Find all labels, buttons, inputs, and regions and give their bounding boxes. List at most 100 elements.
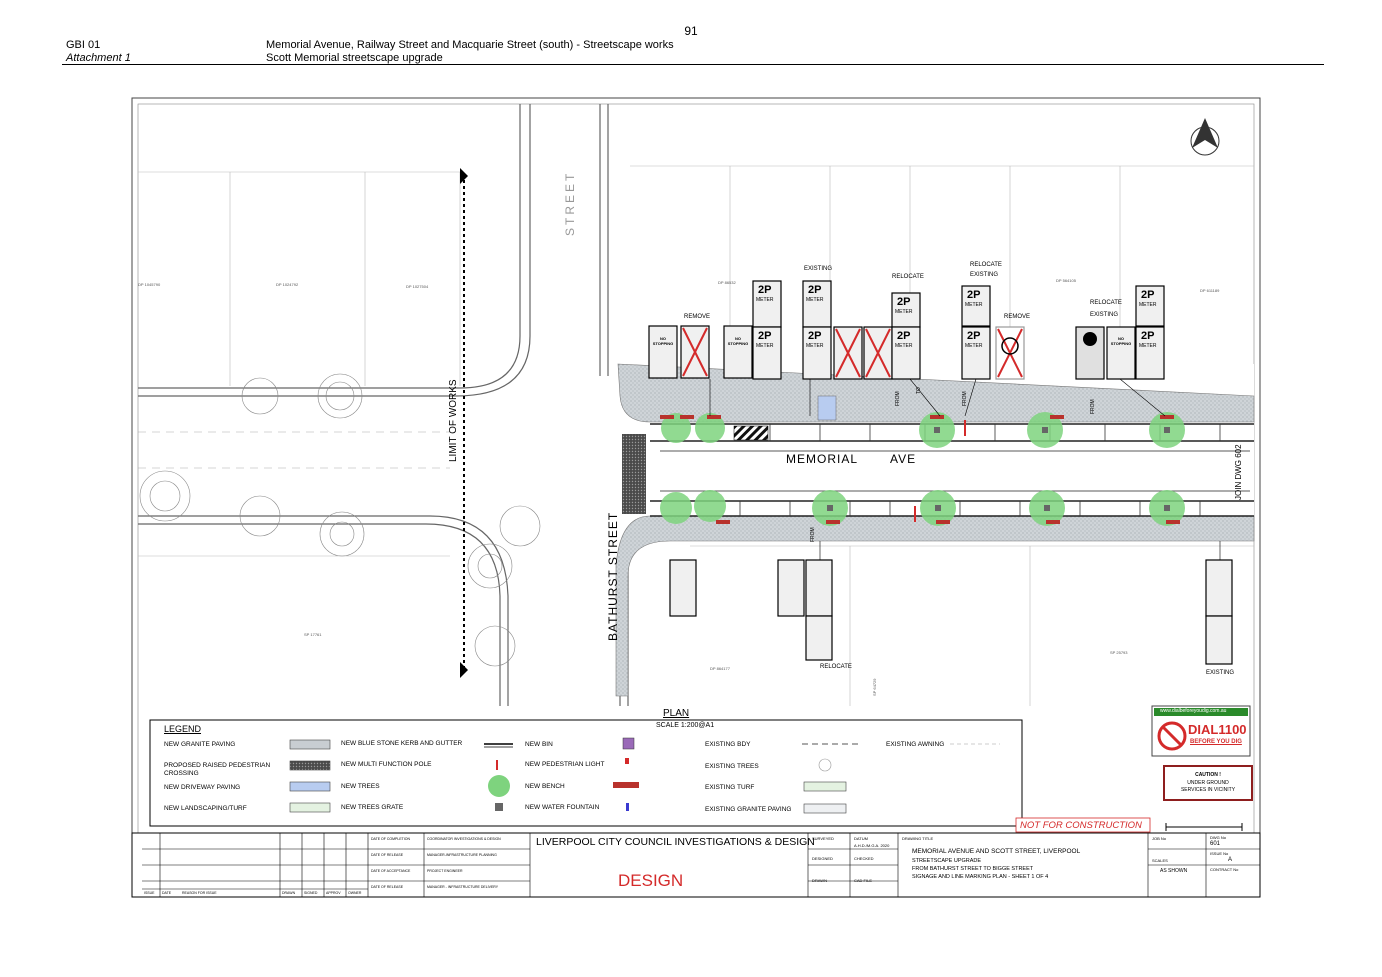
datum-label: DATUM	[854, 836, 868, 841]
sign-note: EXISTING	[1206, 670, 1235, 676]
design-stamp: DESIGN	[618, 871, 684, 890]
street-label-top: STREET	[563, 170, 577, 236]
dial-sub: BEFORE YOU DIG	[1190, 739, 1242, 745]
approver-role: COORDINATOR INVESTIGATIONS & DESIGN	[427, 837, 501, 841]
council-name: LIVERPOOL CITY COUNCIL INVESTIGATIONS & …	[536, 836, 815, 848]
datum-value: A.H.D./M.G.A. 2020	[854, 843, 890, 848]
sign-2p: 2P	[758, 330, 772, 342]
legend-item: NEW BIN	[525, 741, 553, 748]
lot-label: SP 25793	[1110, 650, 1128, 655]
sign-no-stopping: NO STOPPING	[727, 336, 749, 346]
project-line3: FROM BATHURST STREET TO BIGGE STREET	[912, 866, 1034, 872]
sign-from: FROM	[962, 391, 968, 406]
ave-label: AVE	[890, 452, 917, 466]
dwg-no: 601	[1210, 841, 1221, 847]
legend-item: PROPOSED RAISED PEDESTRIAN CROSSING	[164, 762, 271, 777]
lot-label: DP 86532	[718, 280, 736, 285]
sign-note: EXISTING	[804, 266, 833, 272]
sign-meter: METER	[895, 343, 913, 349]
legend-item: NEW TREES GRATE	[341, 804, 404, 811]
item-code: GBI 01	[66, 39, 101, 51]
lot-label: DP 1045790	[138, 282, 161, 287]
sign-meter: METER	[806, 343, 824, 349]
header-rule	[62, 64, 1324, 65]
lot-label: SP 64729	[872, 678, 877, 697]
sign-note: EXISTING	[970, 272, 999, 278]
caution-line2: UNDER GROUND	[1187, 780, 1229, 786]
legend-item: NEW PEDESTRIAN LIGHT	[525, 761, 605, 768]
not-for-construction: NOT FOR CONSTRUCTION	[1020, 820, 1142, 831]
site-plan	[131, 97, 1261, 898]
limit-of-works-label: LIMIT OF WORKS	[448, 379, 459, 462]
revision-header: DRAWN	[282, 891, 296, 895]
sign-2p: 2P	[808, 284, 822, 296]
legend-item: EXISTING BDY	[705, 741, 751, 748]
sign-meter: METER	[806, 297, 824, 303]
sign-note: REMOVE	[1004, 314, 1031, 320]
sign-note: REMOVE	[684, 314, 711, 320]
designed-label: DESIGNED	[812, 856, 833, 861]
legend-title: LEGEND	[164, 724, 202, 734]
bathurst-street-label: BATHURST STREET	[606, 511, 620, 641]
legend-item: EXISTING GRANITE PAVING	[705, 806, 792, 813]
sign-from: FROM	[810, 527, 816, 542]
approver-role: MANAGER - INFRASTRUCTURE DELIVERY	[427, 885, 499, 889]
contract-label: CONTRACT No	[1210, 867, 1239, 872]
sign-2p: 2P	[897, 330, 911, 342]
revision-header: REASON FOR ISSUE	[182, 891, 217, 895]
legend-item: NEW BENCH	[525, 783, 565, 790]
sign-2p: 2P	[758, 284, 772, 296]
approval-label: DATE OF ACCEPTANCE	[371, 869, 411, 873]
page-number: 91	[684, 24, 698, 38]
dwg-no-label: DWG No	[1210, 835, 1226, 840]
plan-label: PLAN	[663, 708, 690, 719]
legend-item: NEW GRANITE PAVING	[164, 741, 236, 748]
approver-role: MANAGER-INFRASTRUCTURE PLANNING	[427, 853, 497, 857]
project-line4: SIGNAGE AND LINE MARKING PLAN - SHEET 1 …	[912, 874, 1049, 880]
sign-meter: METER	[965, 302, 983, 308]
caution-line3: SERVICES IN VICINITY	[1180, 787, 1236, 793]
drawing-sheet: STREET LIMIT OF WORKS BATHURST STREET ME…	[130, 96, 1262, 899]
sign-from: FROM	[1090, 399, 1096, 414]
legend-item: EXISTING AWNING	[886, 741, 945, 748]
approval-label: DATE OF RELEASE	[371, 885, 404, 889]
sign-meter: METER	[1139, 343, 1157, 349]
approval-label: DATE OF COMPLETION	[371, 837, 411, 841]
scale-label: SCALE 1:200@A1	[656, 722, 715, 729]
header-left: GBI 01 Attachment 1	[66, 39, 131, 65]
sign-no-stopping: NO STOPPING	[652, 336, 674, 346]
checked-label: CHECKED	[854, 856, 874, 861]
scales-label: SCALES	[1152, 858, 1168, 863]
legend-item: NEW LANDSCAPING/TURF	[164, 805, 247, 812]
attachment-label: Attachment 1	[66, 52, 131, 64]
legend-item: EXISTING TURF	[705, 784, 755, 791]
legend-item: NEW TREES	[341, 783, 380, 790]
cad-file-label: CAD FILE	[854, 878, 873, 883]
dial-number: DIAL1100	[1188, 722, 1247, 737]
sign-meter: METER	[965, 343, 983, 349]
lot-label: DP 1024792	[276, 282, 299, 287]
header-title-line1: Memorial Avenue, Railway Street and Macq…	[266, 39, 674, 51]
job-label: JOB No	[1152, 836, 1167, 841]
sign-2p: 2P	[808, 330, 822, 342]
revision-header: ISSUE	[144, 891, 155, 895]
sign-note: EXISTING	[1090, 312, 1119, 318]
caution-line1: CAUTION !	[1195, 772, 1221, 778]
join-dwg-label: JOIN DWG 602	[1234, 444, 1243, 500]
signs-north	[648, 280, 1166, 417]
legend-item: NEW DRIVEWAY PAVING	[164, 784, 241, 791]
sign-2p: 2P	[897, 296, 911, 308]
issue-value: A	[1228, 857, 1233, 863]
sign-meter: METER	[895, 309, 913, 315]
lot-label: SP 17761	[304, 632, 322, 637]
lot-label: DP 564105	[1056, 278, 1076, 283]
issue-label: ISSUE No	[1210, 851, 1229, 856]
lot-label: DP 864177	[710, 666, 730, 671]
sign-note: RELOCATE	[970, 262, 1002, 268]
revision-header: SIGNED	[304, 891, 318, 895]
sign-meter: METER	[1139, 302, 1157, 308]
sign-note: RELOCATE	[1090, 300, 1122, 306]
project-line1: MEMORIAL AVENUE AND SCOTT STREET, LIVERP…	[912, 848, 1081, 855]
sign-2p: 2P	[967, 289, 981, 301]
lot-label: DP 611189	[1200, 288, 1220, 293]
